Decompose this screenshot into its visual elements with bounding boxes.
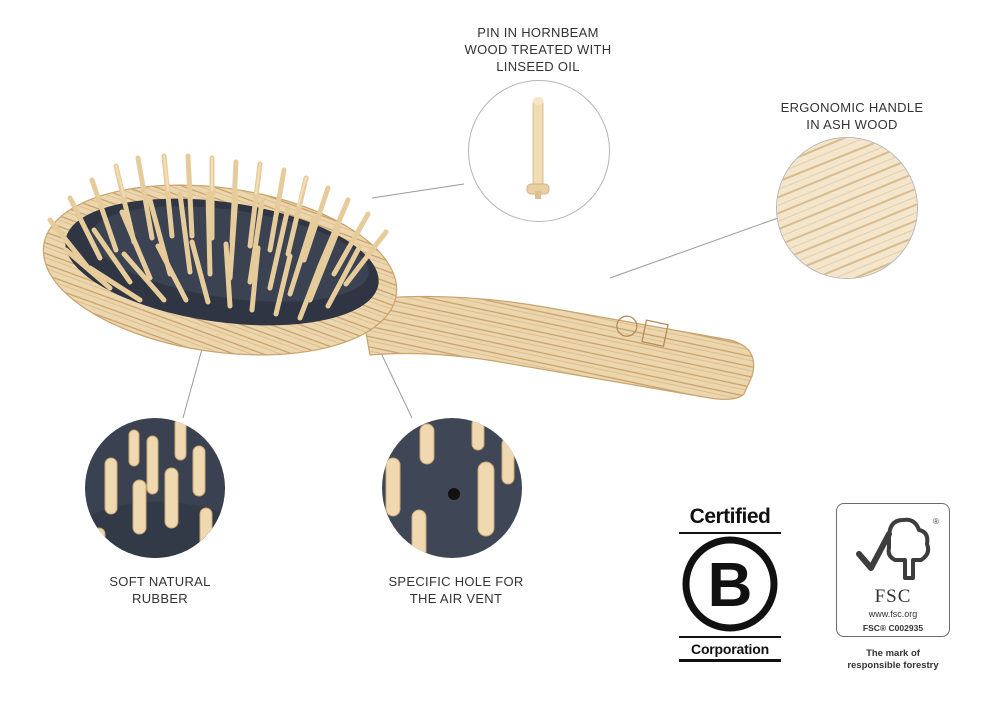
pin-caption: PIN IN HORNBEAM WOOD TREATED WITH LINSEE… bbox=[464, 25, 612, 74]
ash-grain-image bbox=[777, 138, 917, 278]
svg-text:®: ® bbox=[933, 517, 939, 526]
vent-detail-circle bbox=[382, 418, 522, 558]
fsc-logo: ® FSC www.fsc.org FSC® C002935 bbox=[836, 503, 950, 637]
b-corp-letter: B bbox=[708, 551, 753, 620]
vent-caption: SPECIFIC HOLE FOR THE AIR VENT bbox=[388, 574, 524, 606]
b-corp-logo: Certified B Corporation bbox=[675, 505, 785, 670]
handle-leader-line bbox=[609, 217, 779, 279]
handle-caption: ERGONOMIC HANDLE IN ASH WOOD bbox=[780, 100, 924, 132]
pin-image bbox=[526, 97, 550, 199]
pin-leader-line bbox=[371, 183, 465, 199]
fsc-url: www.fsc.org bbox=[868, 609, 918, 619]
rubber-leader-line bbox=[182, 337, 206, 419]
brand-mark-icon bbox=[616, 315, 669, 348]
fsc-name: FSC bbox=[874, 586, 912, 607]
rubber-image bbox=[85, 418, 225, 558]
rubber-detail-circle bbox=[85, 418, 225, 558]
b-corp-corporation-text: Corporation bbox=[691, 641, 769, 657]
b-corp-certified-text: Certified bbox=[689, 505, 771, 528]
pin-detail-circle bbox=[468, 80, 610, 222]
rubber-caption: SOFT NATURAL RUBBER bbox=[109, 574, 211, 606]
hairbrush-image bbox=[42, 153, 755, 400]
b-corp-circle-icon: B bbox=[682, 536, 778, 632]
air-vent-image bbox=[382, 418, 522, 558]
handle-detail-circle bbox=[776, 137, 918, 279]
fsc-tagline: The mark of responsible forestry bbox=[847, 648, 939, 671]
fsc-tree-check-icon: ® bbox=[856, 517, 939, 580]
fsc-license-code: FSC® C002935 bbox=[862, 623, 924, 633]
